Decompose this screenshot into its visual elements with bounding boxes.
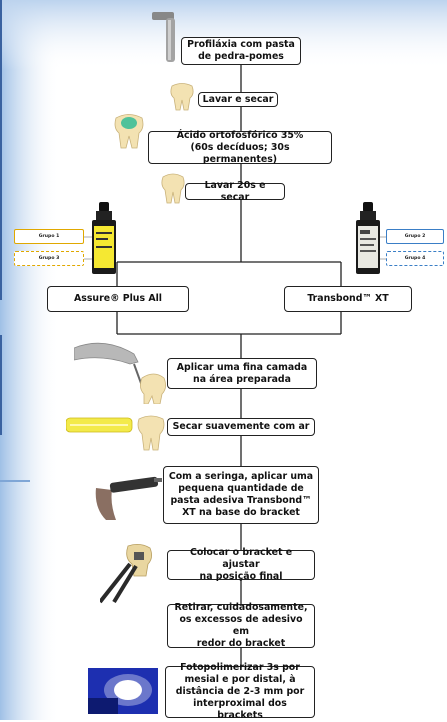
step-place-bracket: Colocar o bracket e ajustar na posição f…	[167, 547, 315, 582]
tooth-icon	[170, 83, 194, 111]
adhesive-applicator-icon	[95, 476, 162, 520]
air-syringe-icon	[66, 417, 133, 433]
step-wash-20s: Lavar 20s e secar	[185, 180, 285, 203]
step-air-dry: Secar suavemente com ar	[167, 418, 315, 436]
adhesive-bottle-icon	[92, 202, 116, 274]
branch-transbond: Transbond™ XT	[284, 286, 412, 312]
step-acid-etch: Ácido ortofosfórico 35% (60s decíduos; 3…	[148, 130, 332, 165]
step-apply-paste: Com a seringa, aplicar uma pequena quant…	[163, 466, 319, 524]
curing-light-icon	[88, 668, 158, 714]
step-wash-dry: Lavar e secar	[198, 92, 278, 107]
step-remove-excess: Retirar, cuidadosamente, os excessos de …	[167, 602, 315, 649]
bracket-tweezers-icon	[100, 544, 152, 604]
step-light-cure: Fotopolimerizar 3s por mesial e por dist…	[165, 662, 315, 721]
step-prophylaxis: Profiláxia com pasta de pedra-pomes	[181, 37, 301, 65]
tooth-icon	[137, 415, 165, 451]
group-2-label: Grupo 2	[386, 229, 444, 244]
tooth-icon	[161, 173, 185, 204]
group-4-label: Grupo 4	[386, 251, 444, 266]
step-apply-layer: Aplicar uma fina camada na área preparad…	[167, 358, 317, 389]
dental-handpiece-icon	[152, 12, 175, 62]
branch-assure: Assure® Plus All	[47, 286, 189, 312]
dental-handpiece-icon	[74, 342, 166, 404]
etched-tooth-icon	[114, 114, 144, 149]
group-3-label: Grupo 3	[14, 251, 84, 266]
group-1-label: Grupo 1	[14, 229, 84, 244]
primer-bottle-icon	[356, 202, 380, 274]
